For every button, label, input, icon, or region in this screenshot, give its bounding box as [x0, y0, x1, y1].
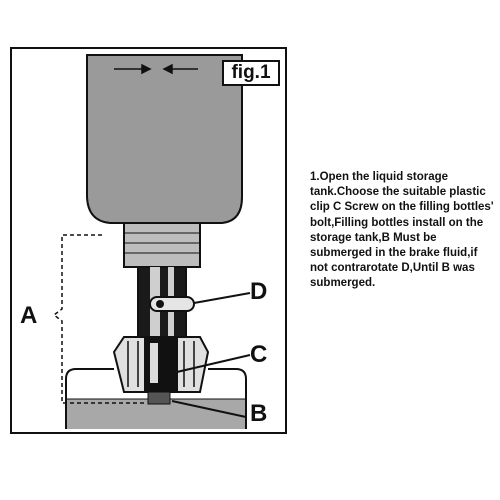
bottle-cap [123, 222, 201, 268]
label-d: D [250, 278, 268, 305]
label-c: C [250, 341, 268, 368]
filling-bottle-diagram [52, 54, 251, 429]
label-b: B [250, 400, 268, 427]
label-a: A [20, 302, 38, 329]
bottle-top-arrows [114, 63, 198, 75]
filling-bottle [86, 54, 243, 224]
figure-label: fig.1 [222, 60, 280, 86]
pointer-lines [163, 292, 251, 418]
tip-b [147, 391, 171, 405]
storage-tank [65, 368, 247, 429]
instruction-caption: 1.Open the liquid storage tank.Choose th… [310, 171, 494, 290]
